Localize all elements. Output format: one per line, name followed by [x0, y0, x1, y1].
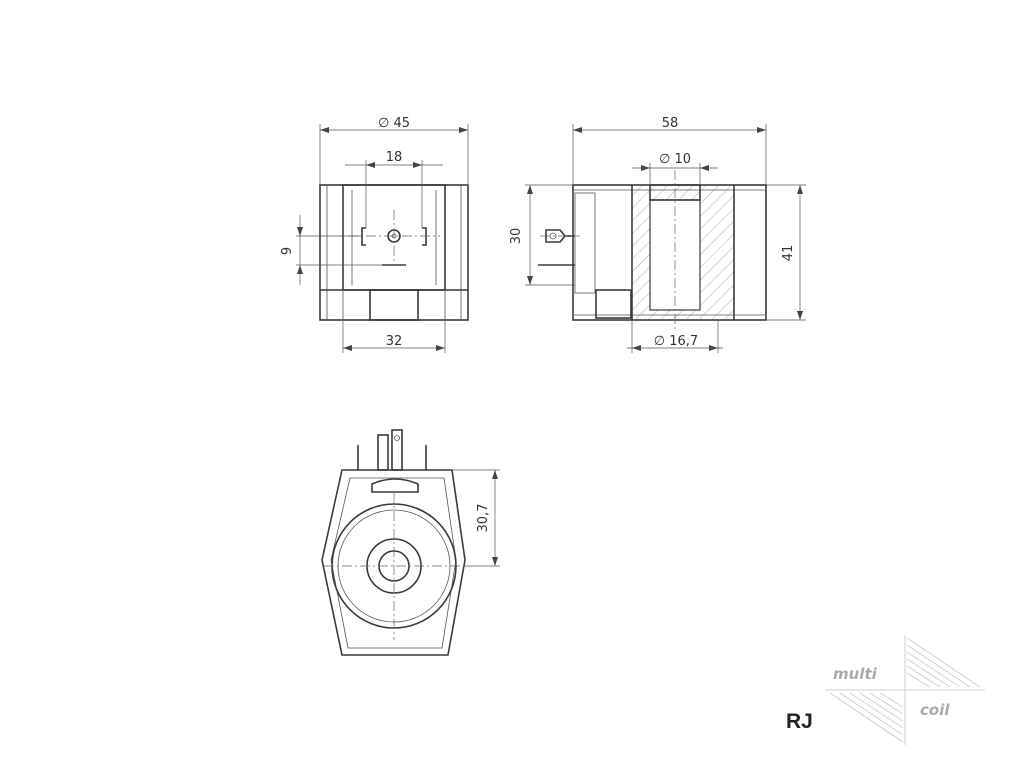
- side-section-view: [525, 124, 806, 353]
- front-base-width-dim: 32: [386, 334, 403, 349]
- logo-line1: multi: [833, 665, 878, 683]
- front-height-dim: 9: [280, 247, 295, 255]
- front-diameter-dim: ∅ 45: [378, 116, 410, 131]
- side-bottom-diameter-dim: ∅ 16,7: [654, 334, 698, 349]
- multicoil-logo: multi coil: [825, 635, 985, 745]
- side-bore-dim: ∅ 10: [659, 152, 691, 167]
- front-view: [296, 124, 469, 353]
- side-length-dim: 58: [662, 116, 679, 131]
- side-height-41-dim: 41: [781, 245, 796, 262]
- bottom-view: [321, 429, 500, 656]
- side-height-30-dim: 30: [509, 228, 524, 245]
- logo-line2: coil: [920, 701, 950, 719]
- model-label: RJ: [786, 710, 813, 733]
- bottom-height-dim: 30,7: [476, 504, 491, 533]
- front-pin-spacing-dim: 18: [386, 150, 403, 165]
